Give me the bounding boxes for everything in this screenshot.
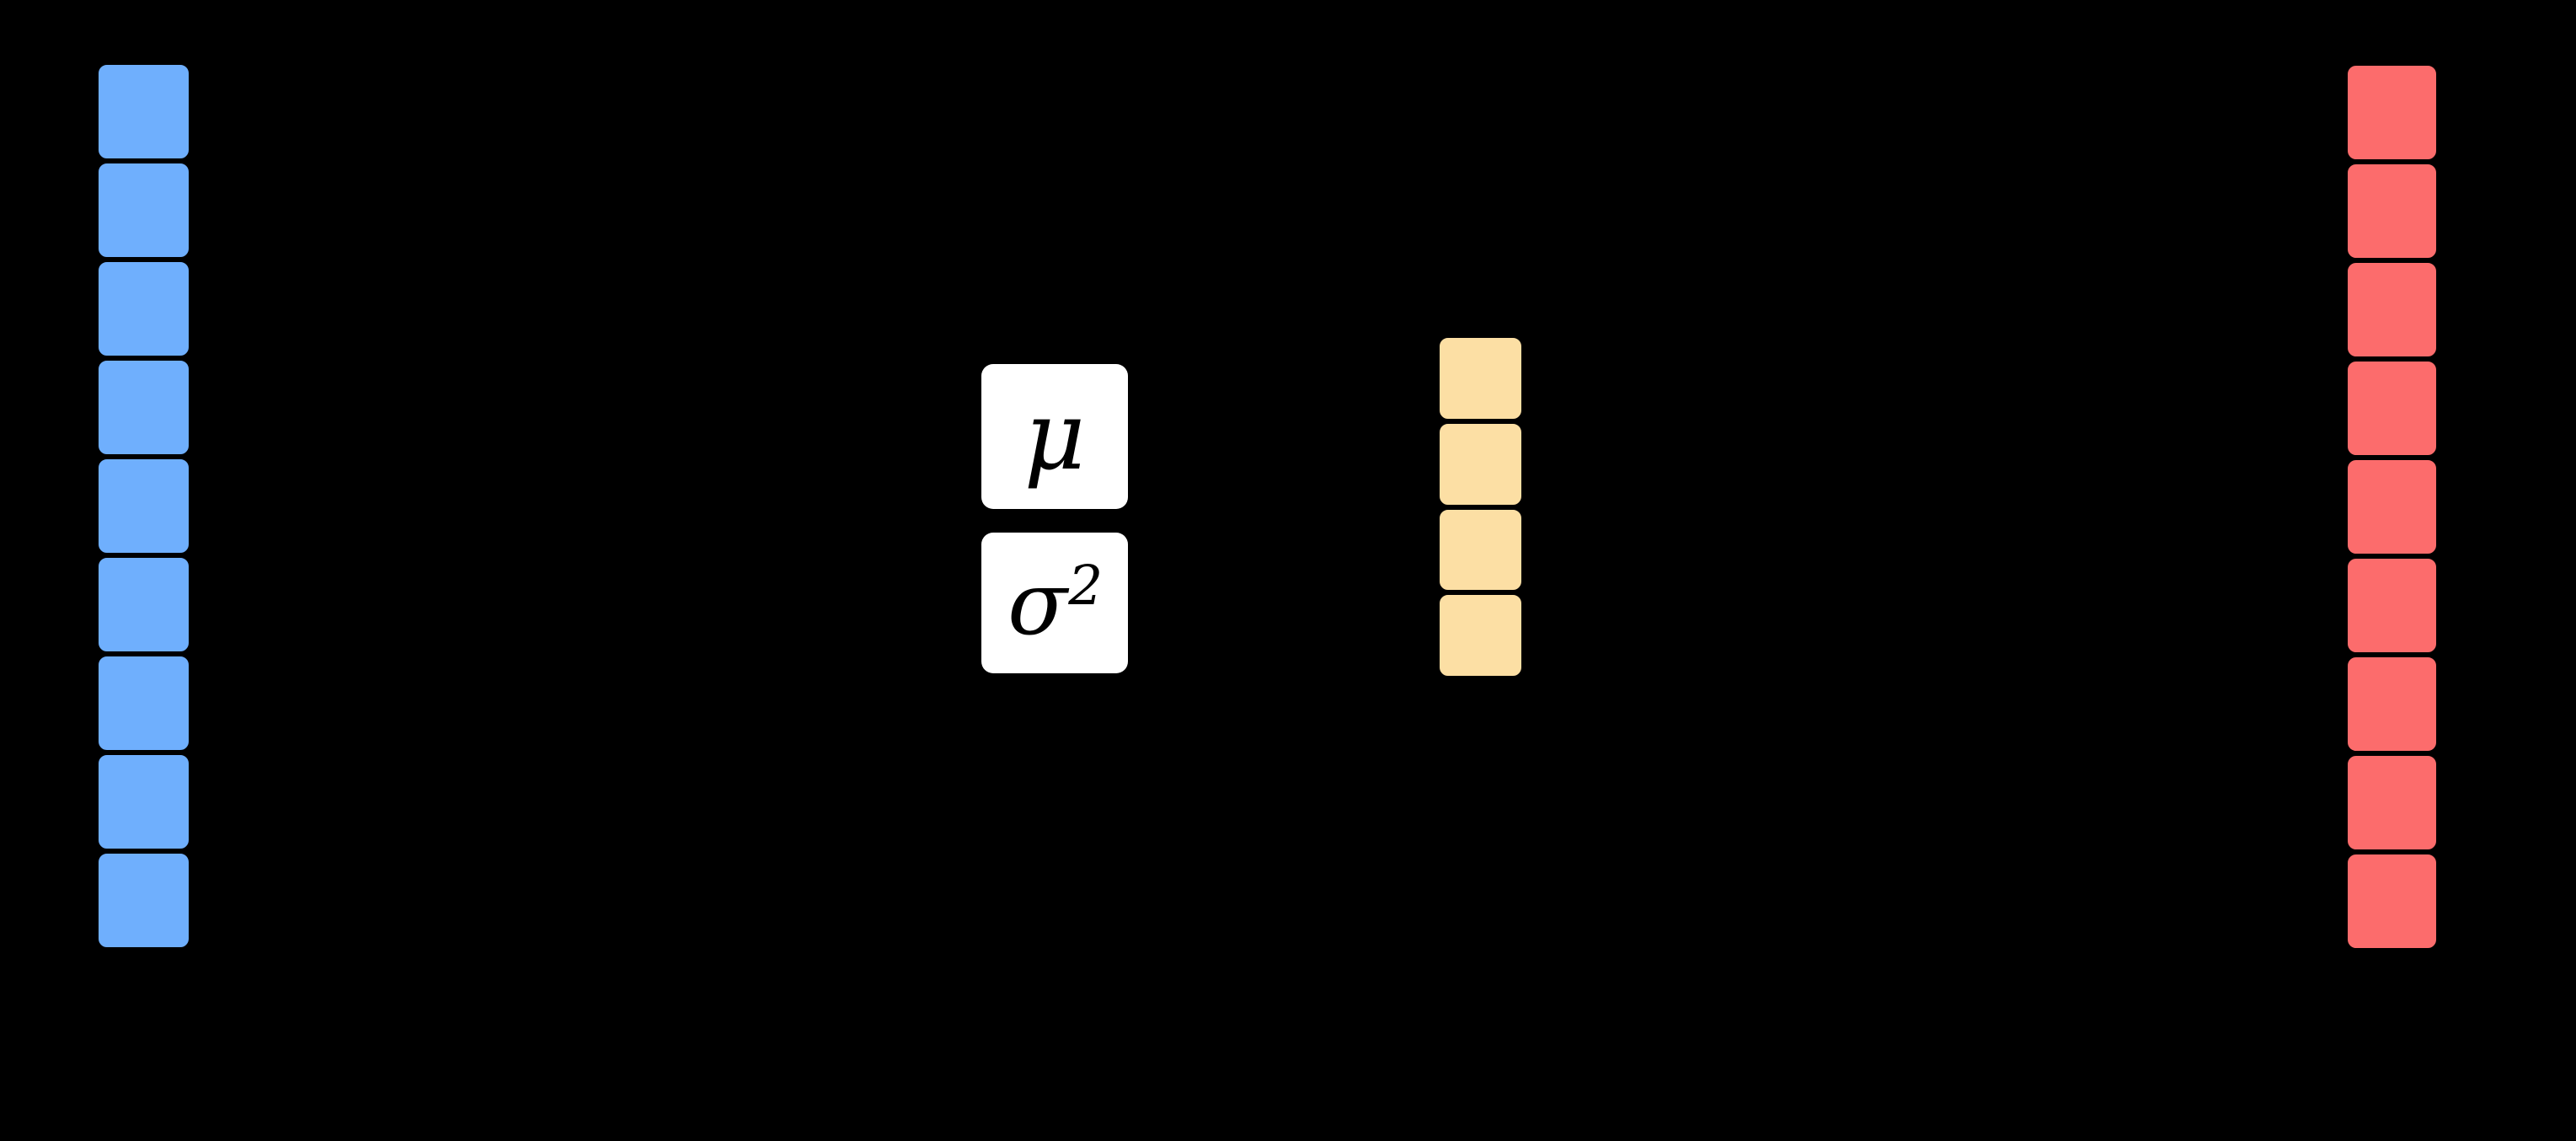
latent-sample-column-cell	[1437, 592, 1524, 678]
decoder-output-column-cell	[2345, 852, 2439, 951]
decoder-output-column-cell	[2345, 63, 2439, 162]
latent-sample-column-cell	[1437, 506, 1524, 593]
encoder-input-column-cell	[96, 457, 191, 555]
latent-sample-column-cell	[1437, 421, 1524, 507]
encoder-input-column-cell	[96, 358, 191, 457]
encoder-input-column-cell	[96, 62, 191, 161]
encoder-input-column-cell	[96, 260, 191, 358]
encoder-input-column-cell	[96, 753, 191, 851]
decoder-output-column-cell	[2345, 458, 2439, 556]
latent-sample-column	[1437, 335, 1524, 678]
sigma-exponent-glyph: 2	[1068, 554, 1104, 618]
decoder-output-column-cell	[2345, 753, 2439, 852]
encoder-input-column-cell	[96, 851, 191, 950]
encoder-input-column-cell	[96, 555, 191, 654]
latent-sample-column-cell	[1437, 335, 1524, 421]
decoder-output-column	[2345, 63, 2439, 951]
encoder-input-column-cell	[96, 654, 191, 753]
sigma-glyph: σ	[1007, 551, 1067, 655]
decoder-output-column-cell	[2345, 260, 2439, 359]
mu-glyph: μ	[1023, 382, 1086, 491]
encoder-input-column	[96, 62, 191, 950]
decoder-output-column-cell	[2345, 359, 2439, 458]
decoder-output-column-cell	[2345, 162, 2439, 260]
mu-parameter-box: μ	[981, 364, 1128, 509]
encoder-input-column-cell	[96, 161, 191, 260]
decoder-output-column-cell	[2345, 556, 2439, 655]
decoder-output-column-cell	[2345, 655, 2439, 753]
